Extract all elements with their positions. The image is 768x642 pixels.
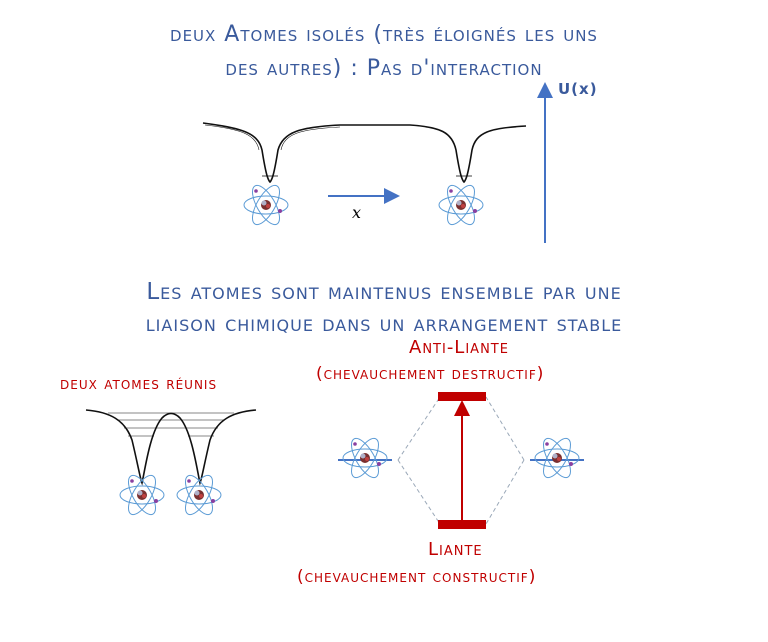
- bonding-title: Liante: [428, 539, 483, 560]
- anti-bonding-subtitle: (chevauchement destructif): [316, 364, 545, 384]
- bonding-level: [438, 520, 486, 529]
- atom-mo-right: [534, 433, 580, 483]
- joined-atoms-label: deux atomes réunis: [60, 374, 218, 394]
- anti-bonding-title: Anti-Liante: [409, 337, 509, 358]
- atom-mo-left: [342, 433, 388, 483]
- bonding-subtitle: (chevauchement constructif): [297, 567, 537, 587]
- title-line-1: deux Atomes isolés (très éloignés les un…: [170, 22, 598, 47]
- potential-axis-label: U(x): [558, 80, 598, 98]
- joined-potential-curve: [85, 409, 257, 486]
- subtitle-line-2: liaison chimique dans un arrangement sta…: [145, 311, 623, 337]
- atom-bottom-left-1: [119, 470, 165, 520]
- x-axis-label: x: [352, 203, 363, 222]
- isolated-potential-curve: [202, 122, 527, 184]
- subtitle-line-1: Les atomes sont maintenus ensemble par u…: [146, 279, 622, 305]
- atom-top-left: [243, 180, 289, 230]
- mo-dashed-lines: [397, 396, 525, 525]
- title-line-2: des autres) : Pas d'interaction: [225, 56, 543, 81]
- anti-bonding-level: [438, 392, 486, 401]
- atom-top-right: [438, 180, 484, 230]
